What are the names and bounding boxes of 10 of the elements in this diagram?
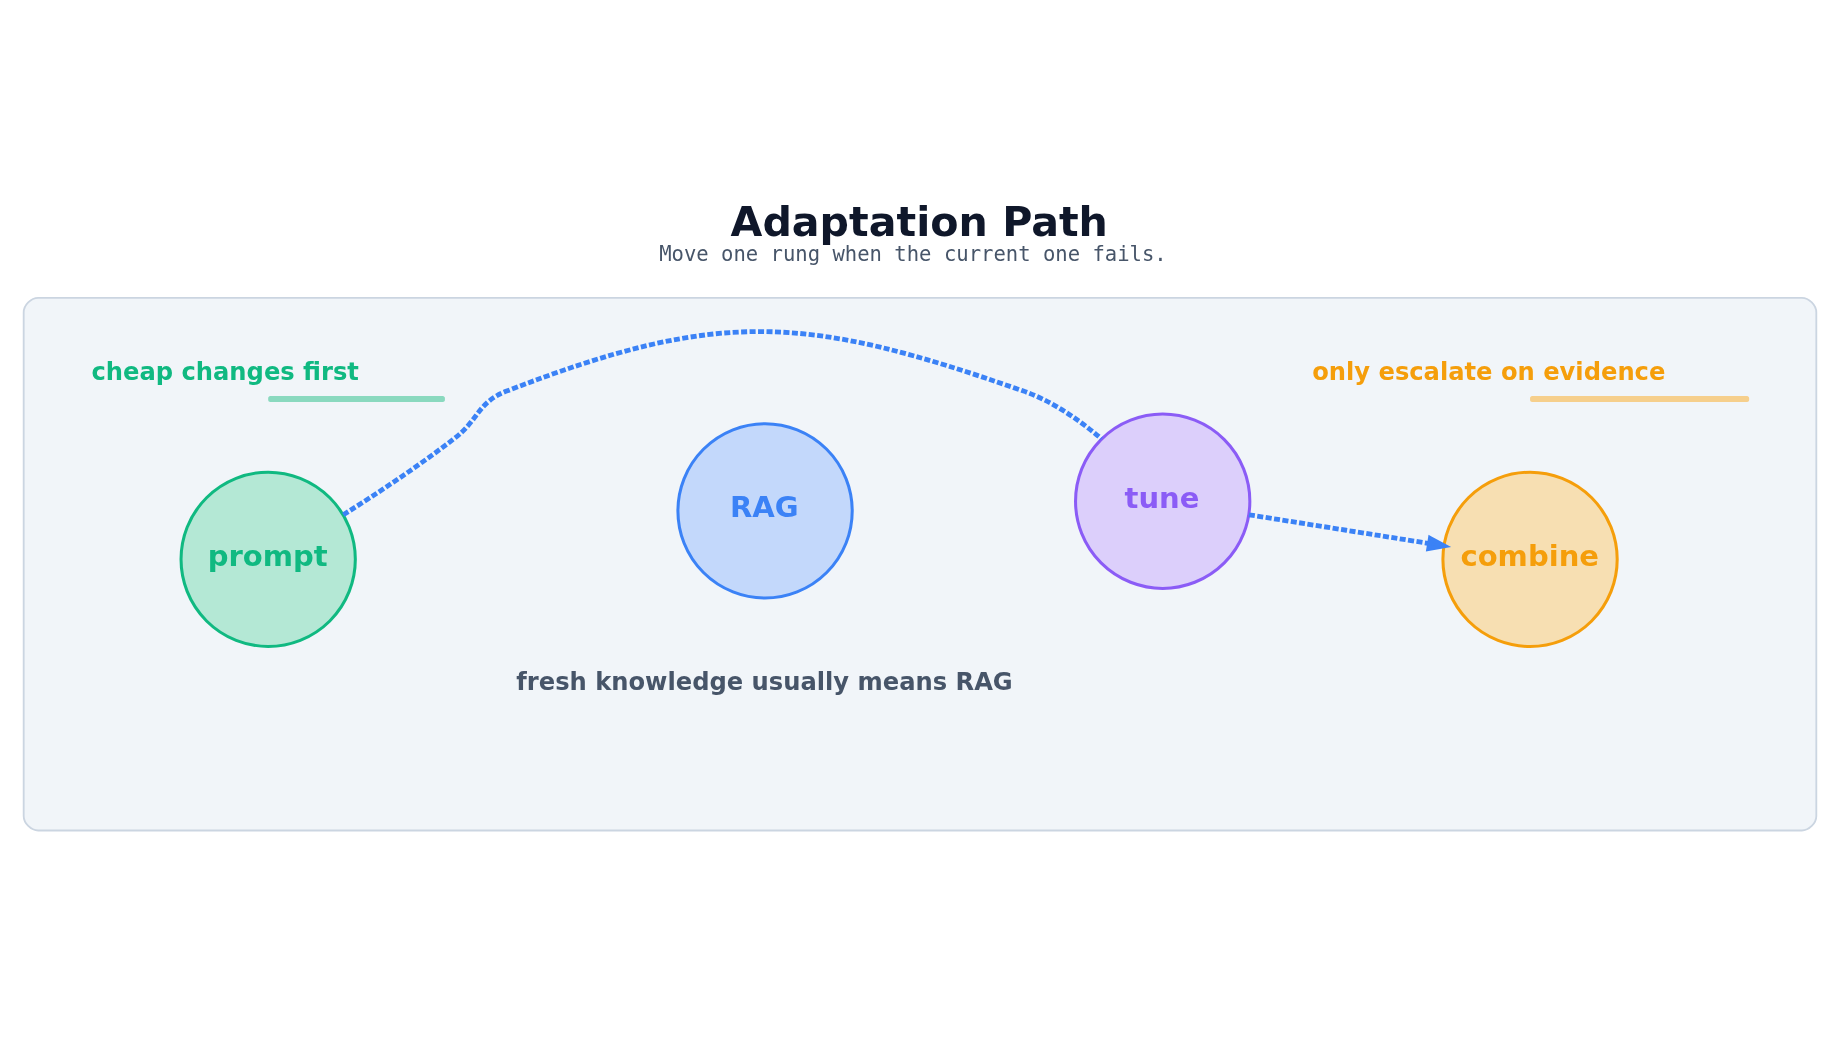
node-circle: combine — [1441, 470, 1619, 648]
cluster — [22, 296, 1818, 832]
arrow — [1248, 512, 1452, 552]
node-circle: RAG — [676, 422, 854, 600]
node-circle: tune — [1074, 412, 1252, 590]
label: only escalate on evidence — [1312, 358, 1666, 387]
node-circle: prompt — [179, 470, 357, 648]
connector — [342, 329, 1103, 517]
label: fresh knowledge usually means RAG — [516, 668, 1013, 697]
label: cheap changes first — [91, 358, 359, 387]
